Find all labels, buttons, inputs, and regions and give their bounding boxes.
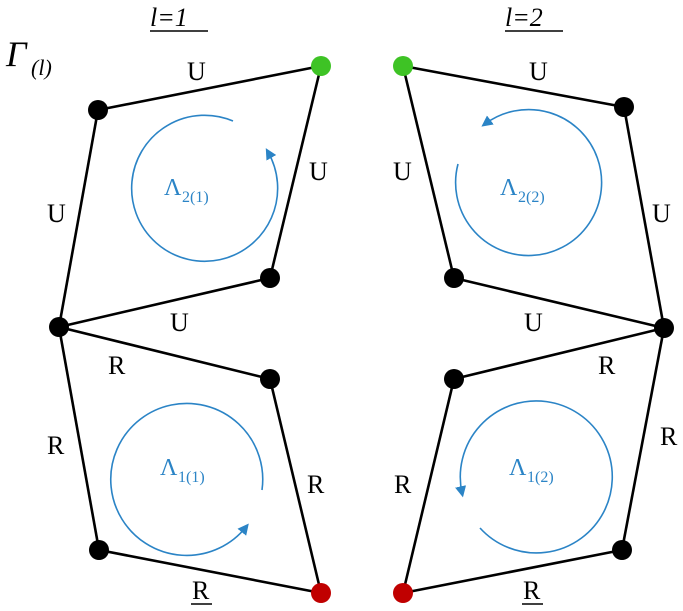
right-label-lower-left: R	[394, 470, 412, 499]
right-node-lower-inner	[444, 369, 464, 389]
right-edge-lower-left	[401, 378, 456, 594]
left-bottom-loop-subscript: 1(1)	[178, 469, 205, 486]
right-top-loop-subscript: 2(2)	[518, 189, 545, 206]
right-top-loop-label: Λ 2(2)	[500, 175, 545, 206]
right-node-hub	[654, 318, 674, 338]
header-right: l=2	[505, 3, 563, 32]
left-top-loop-arrow	[130, 114, 279, 262]
left-label-lower-left: R	[47, 431, 65, 460]
left-edge-top	[97, 64, 322, 112]
left-top-loop-label: Λ 2(1)	[164, 175, 209, 206]
right-edge-upper-left	[401, 65, 456, 279]
left-edge-upper-left	[57, 109, 100, 328]
right-end-node	[393, 583, 413, 603]
left-label-middle-u: U	[170, 308, 189, 337]
left-node-upper-inner	[260, 268, 280, 288]
left-edge-bottom	[98, 548, 322, 595]
right-label-lower-right: R	[660, 422, 678, 451]
right-bottom-loop-subscript: 1(2)	[527, 469, 554, 486]
right-top-loop-arrow	[454, 108, 603, 257]
right-edge-top	[402, 64, 625, 109]
left-top-loop-subscript: 2(1)	[182, 189, 209, 206]
gamma-subscript: (l)	[31, 55, 52, 80]
header-right-label: l=2	[505, 3, 543, 32]
right-top-loop-symbol: Λ	[500, 175, 518, 201]
left-label-bottom: R	[192, 576, 210, 605]
left-label-upper-right: U	[309, 157, 328, 186]
left-edge-upper-right	[268, 65, 323, 279]
left-edge-middle-r	[58, 325, 271, 381]
left-edge-middle-u	[58, 276, 271, 329]
right-edge-upper-right	[622, 106, 666, 329]
left-bottom-loop-symbol: Λ	[160, 455, 178, 481]
right-start-node	[393, 56, 413, 76]
left-label-middle-r: R	[108, 351, 126, 380]
right-graph: U U U U R R R R Λ 2(2) Λ 1(2)	[393, 56, 678, 605]
left-graph: U U U U R R R R Λ 2(1) Λ 1(1)	[47, 56, 331, 605]
header-left-label: l=1	[150, 3, 188, 32]
right-label-upper-left: U	[393, 157, 412, 186]
left-node-hub	[49, 317, 69, 337]
left-label-lower-right: R	[307, 470, 325, 499]
right-edge-middle-u	[453, 276, 665, 330]
right-label-bottom: R	[523, 576, 541, 605]
left-node-bottom-left	[89, 540, 109, 560]
left-bottom-loop-arrow	[109, 402, 264, 557]
left-label-upper-left: U	[47, 199, 66, 228]
left-top-loop-symbol: Λ	[164, 175, 182, 201]
left-node-top-left	[88, 100, 108, 120]
right-bottom-loop-label: Λ 1(2)	[509, 455, 554, 486]
right-label-top: U	[529, 57, 548, 86]
right-label-middle-r: R	[598, 351, 616, 380]
left-edge-lower-right	[268, 378, 323, 594]
right-bottom-loop-symbol: Λ	[509, 455, 527, 481]
gamma-title: Γ (l)	[5, 34, 52, 80]
left-label-top: U	[187, 57, 206, 86]
right-node-top-right	[614, 97, 634, 117]
right-label-middle-u: U	[524, 308, 543, 337]
left-edge-lower-left	[57, 326, 101, 551]
right-node-upper-inner	[444, 268, 464, 288]
right-edge-bottom	[402, 548, 623, 595]
header-left: l=1	[150, 3, 208, 32]
right-edge-middle-r	[453, 326, 665, 381]
left-bottom-loop-label: Λ 1(1)	[160, 455, 205, 486]
left-node-lower-inner	[260, 369, 280, 389]
right-bottom-loop-arrow	[455, 400, 614, 554]
left-end-node	[311, 583, 331, 603]
right-node-bottom-right	[612, 540, 632, 560]
left-start-node	[311, 56, 331, 76]
right-label-upper-right: U	[652, 199, 671, 228]
right-edge-lower-right	[620, 327, 666, 551]
gamma-symbol: Γ	[5, 34, 28, 74]
